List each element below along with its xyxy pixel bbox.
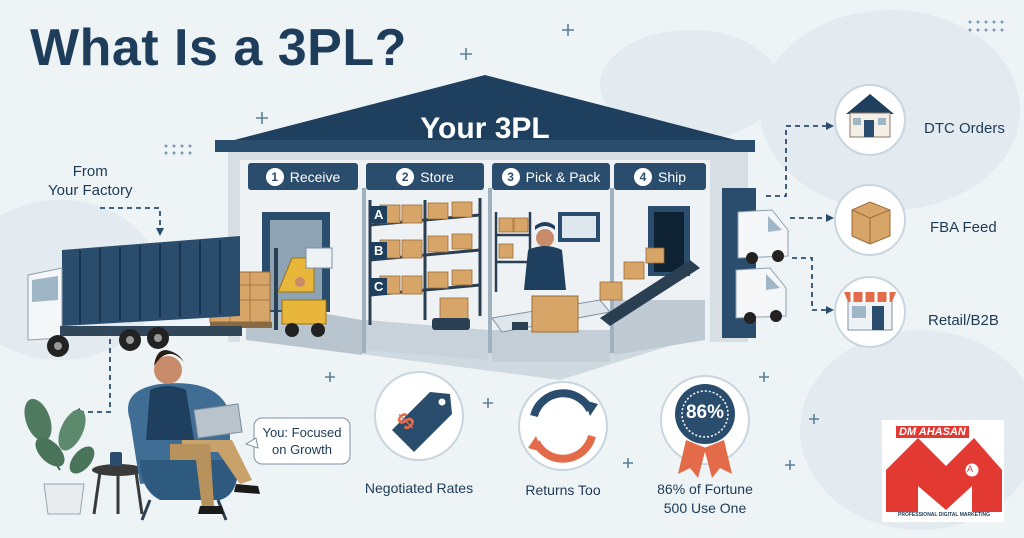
destination-fba: FBA Feed: [930, 219, 997, 236]
storefront-icon: [844, 292, 896, 331]
flow-arrows: [80, 125, 826, 413]
price-tag-icon: [392, 392, 452, 452]
sparkle-icons: [256, 24, 819, 470]
step-ship: 4 Ship: [614, 163, 706, 190]
origin-line1: From: [72, 163, 108, 180]
step-store: 2 Store: [366, 163, 484, 190]
truck-icon: [27, 236, 242, 357]
shelf-label: B: [370, 242, 388, 259]
delivery-van-icon: [737, 209, 789, 264]
you-line2: on Growth: [272, 442, 332, 457]
step-label: Receive: [289, 168, 341, 185]
house-icon: [846, 94, 894, 138]
plant-icon: [24, 398, 95, 515]
shelf-label: A: [370, 206, 388, 223]
benefit-returns: Returns Too: [525, 482, 601, 498]
dot-grid: [164, 20, 1004, 155]
step-pick-pack: 3 Pick & Pack: [492, 163, 610, 190]
destination-dtc: DTC Orders: [924, 120, 1005, 137]
origin-line2: Your Factory: [48, 182, 133, 199]
shelf-label: C: [370, 278, 388, 295]
step-label: Store: [420, 168, 454, 185]
side-table-icon: [92, 452, 144, 515]
step-receive: 1 Receive: [248, 163, 358, 190]
step-number: 3: [501, 167, 520, 186]
logo-name: DM AHASAN: [896, 426, 969, 438]
fortune-line2: 500 Use One: [663, 500, 747, 516]
you-line1: You: Focused: [262, 425, 342, 440]
step-number: 2: [396, 167, 415, 186]
origin-label: From Your Factory: [48, 162, 133, 200]
badge-percent: 86%: [685, 402, 725, 423]
you-label: You: Focused on Growth: [254, 424, 350, 458]
benefit-fortune-500: 86% of Fortune 500 Use One: [640, 480, 770, 518]
step-label: Ship: [657, 168, 687, 185]
award-badge-icon: [675, 384, 735, 478]
fortune-line1: 86% of Fortune: [657, 481, 753, 497]
step-number: 1: [265, 167, 284, 186]
step-number: 4: [633, 167, 652, 186]
step-label: Pick & Pack: [525, 168, 601, 185]
logo-tagline: PROFESSIONAL DIGITAL MARKETING: [898, 512, 990, 518]
page-title: What Is a 3PL?: [30, 19, 407, 77]
destination-retail: Retail/B2B: [928, 312, 999, 329]
person-with-laptop: [128, 350, 260, 521]
box-icon: [851, 201, 891, 245]
logo-letter: A: [967, 464, 974, 474]
warehouse-title: Your 3PL: [420, 112, 550, 145]
returns-cycle-icon: [530, 389, 596, 463]
delivery-van-icon: [735, 267, 787, 324]
benefit-negotiated-rates: Negotiated Rates: [364, 480, 474, 496]
